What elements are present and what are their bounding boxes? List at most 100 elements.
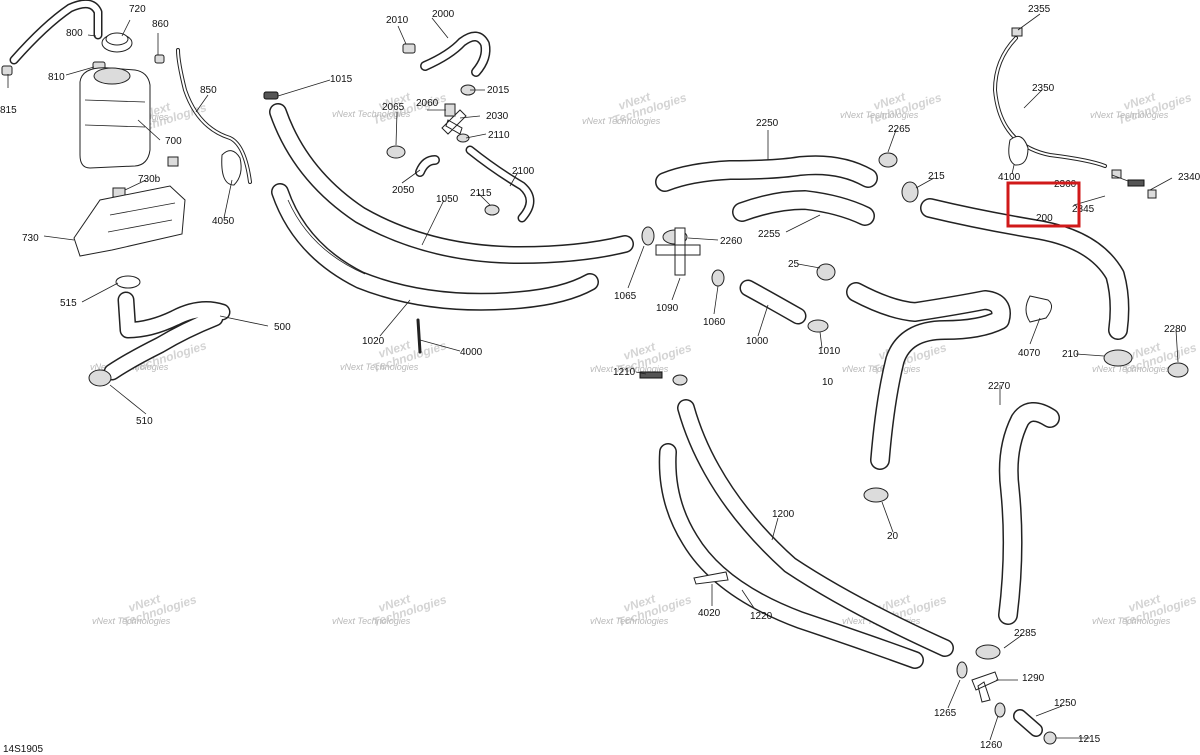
clamp-2010[interactable] bbox=[402, 43, 416, 54]
label-2050: 2050 bbox=[392, 185, 415, 196]
label-2340: 2340 bbox=[1178, 172, 1200, 183]
right-hose-group bbox=[846, 27, 1189, 625]
clamp-4070[interactable] bbox=[1025, 295, 1052, 323]
clip-small[interactable] bbox=[167, 156, 179, 167]
clamp-1265[interactable] bbox=[956, 661, 968, 679]
label-2345: 2345 bbox=[1072, 204, 1095, 215]
leader-lines bbox=[7, 13, 1179, 741]
tee-1090[interactable] bbox=[655, 227, 701, 276]
clamp-1065[interactable] bbox=[641, 226, 655, 246]
clamp-1260[interactable] bbox=[994, 702, 1006, 718]
clamp-510[interactable] bbox=[88, 369, 112, 387]
clamp-215[interactable] bbox=[901, 181, 919, 203]
clamp-2265[interactable] bbox=[878, 152, 898, 168]
watermark-text: vNext Technologies bbox=[582, 116, 661, 126]
clamp-815[interactable] bbox=[1, 65, 13, 76]
label-860: 860 bbox=[152, 19, 169, 30]
clamp-1210[interactable] bbox=[672, 374, 688, 386]
label-2355: 2355 bbox=[1028, 4, 1051, 15]
label-2270: 2270 bbox=[988, 381, 1011, 392]
label-4100: 4100 bbox=[998, 172, 1021, 183]
label-2115: 2115 bbox=[470, 188, 492, 199]
clamp-2110[interactable] bbox=[456, 133, 470, 143]
callout-labels: 720 860 800 810 815 700 850 730b 730 405… bbox=[0, 4, 1200, 751]
ring-515[interactable] bbox=[115, 275, 141, 289]
label-25: 25 bbox=[788, 259, 800, 270]
label-815: 815 bbox=[0, 105, 17, 116]
label-2350: 2350 bbox=[1032, 83, 1055, 94]
label-210: 210 bbox=[1062, 349, 1079, 360]
clamp-1060[interactable] bbox=[711, 269, 725, 287]
fitting-1015[interactable] bbox=[263, 91, 279, 100]
clamp-25[interactable] bbox=[816, 263, 836, 281]
label-4070: 4070 bbox=[1018, 348, 1041, 359]
label-1210: 1210 bbox=[613, 367, 636, 378]
tee-1290[interactable] bbox=[971, 671, 999, 703]
bracket-730[interactable] bbox=[73, 185, 186, 257]
watermark-text: vNext Technologies bbox=[332, 109, 411, 119]
fitting-860[interactable] bbox=[154, 54, 165, 64]
clamp-2115[interactable] bbox=[484, 204, 500, 216]
label-1000: 1000 bbox=[746, 336, 769, 347]
fitting-2360[interactable] bbox=[1111, 169, 1122, 179]
label-1020: 1020 bbox=[362, 336, 385, 347]
clamp-20[interactable] bbox=[863, 487, 889, 503]
main-hose-group bbox=[263, 91, 634, 354]
label-4020: 4020 bbox=[698, 608, 721, 619]
fitting-1210[interactable] bbox=[639, 371, 663, 379]
clamp-2285[interactable] bbox=[975, 644, 1001, 660]
watermark-text: vNext Technologies bbox=[332, 616, 411, 626]
label-515: 515 bbox=[60, 298, 77, 309]
label-2280: 2280 bbox=[1164, 324, 1187, 335]
watermark-text: vNext Technologies bbox=[340, 362, 419, 372]
fitting-2340[interactable] bbox=[1127, 179, 1145, 187]
label-2265: 2265 bbox=[888, 124, 911, 135]
clamp-1215[interactable] bbox=[1043, 731, 1057, 745]
label-2065: 2065 bbox=[382, 102, 405, 113]
highlight-part-200[interactable]: 200 bbox=[1006, 181, 1081, 228]
clamp-2065[interactable] bbox=[386, 145, 406, 159]
nut-2345[interactable] bbox=[1147, 189, 1157, 199]
label-700: 700 bbox=[165, 136, 182, 147]
label-1290: 1290 bbox=[1022, 673, 1045, 684]
label-2250: 2250 bbox=[756, 118, 779, 129]
strap-4000[interactable] bbox=[416, 318, 422, 354]
label-720: 720 bbox=[129, 4, 146, 15]
label-2010: 2010 bbox=[386, 15, 409, 26]
clamp-2280[interactable] bbox=[1167, 362, 1189, 378]
highlight-box[interactable] bbox=[1006, 181, 1081, 228]
bottom-hose-group bbox=[639, 371, 1057, 745]
label-730: 730 bbox=[22, 233, 39, 244]
hose-800[interactable] bbox=[9, 0, 103, 65]
label-2100: 2100 bbox=[512, 166, 535, 177]
label-2285: 2285 bbox=[1014, 628, 1037, 639]
watermark-text: vNext Technologies bbox=[1092, 616, 1171, 626]
label-1260: 1260 bbox=[980, 740, 1003, 751]
clamp-1010[interactable] bbox=[807, 319, 829, 333]
clip-4020[interactable] bbox=[693, 571, 729, 585]
label-1015: 1015 bbox=[330, 74, 353, 85]
label-1010: 1010 bbox=[818, 346, 841, 357]
watermark-text: vNext Technologies bbox=[1090, 110, 1169, 120]
label-800: 800 bbox=[66, 28, 83, 39]
label-4050: 4050 bbox=[212, 216, 235, 227]
reservoir-700[interactable] bbox=[79, 67, 151, 169]
cap-210[interactable] bbox=[1103, 349, 1133, 367]
watermark-text: vNext Technologies bbox=[1092, 364, 1171, 374]
label-2000: 2000 bbox=[432, 9, 455, 20]
watermark-text: vNext Technologies bbox=[92, 616, 171, 626]
small-hose-group bbox=[386, 31, 535, 223]
label-1065: 1065 bbox=[614, 291, 637, 302]
fitting-2060[interactable] bbox=[444, 103, 456, 117]
clamp-4050[interactable] bbox=[221, 150, 242, 186]
fitting-2355[interactable] bbox=[1011, 27, 1023, 37]
label-2110: 2110 bbox=[488, 130, 510, 141]
label-200: 200 bbox=[1036, 213, 1053, 224]
label-1265: 1265 bbox=[934, 708, 957, 719]
label-850: 850 bbox=[200, 85, 217, 96]
label-2260: 2260 bbox=[720, 236, 743, 247]
watermark: vNext Technologies bbox=[1116, 89, 1194, 127]
clamp-4100[interactable] bbox=[1008, 135, 1029, 166]
watermark-text: vNext Technologies bbox=[842, 364, 921, 374]
watermark-text: vNext Technologies bbox=[840, 110, 919, 120]
